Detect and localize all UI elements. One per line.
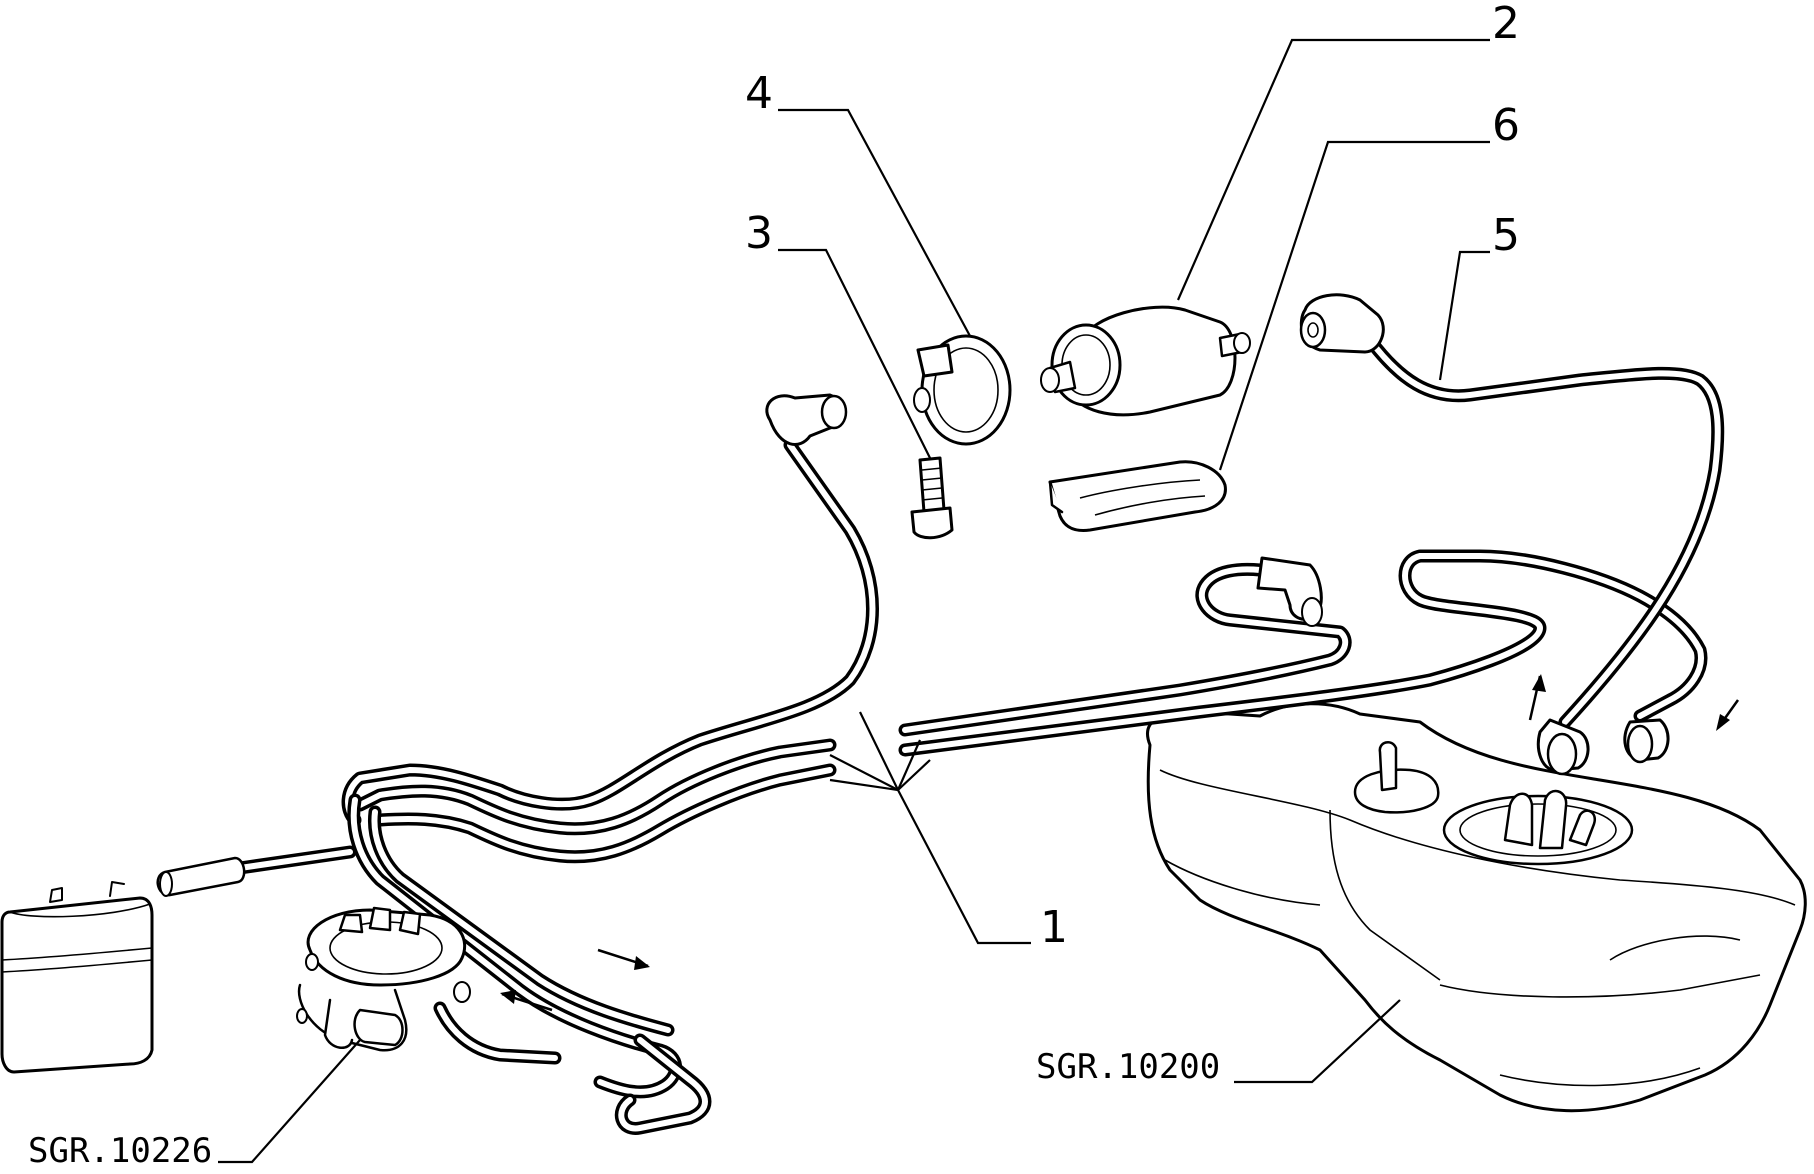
callout-2: 2 <box>1492 0 1520 49</box>
callout-3: 3 <box>745 208 773 259</box>
arrow-icon <box>1528 674 1546 721</box>
arrow-icon <box>500 990 553 1012</box>
reference-tank: SGR.10200 <box>1036 1047 1220 1087</box>
fuel-pump-sender <box>296 906 471 1052</box>
reference-pump: SGR.10226 <box>28 1131 212 1171</box>
callout-labels: 1 2 3 4 5 6 SGR.10200 SGR.10226 <box>28 0 1520 1171</box>
leader-lines <box>218 38 1490 1164</box>
flow-arrows <box>500 674 1740 1012</box>
callout-6: 6 <box>1492 100 1520 151</box>
fuel-tank <box>1146 702 1807 1113</box>
flexible-hose <box>1299 293 1725 776</box>
callout-1: 1 <box>1040 902 1068 953</box>
callout-4: 4 <box>745 68 773 119</box>
filter-bracket <box>1048 460 1227 532</box>
arrow-icon <box>1716 699 1740 731</box>
fuel-filter <box>1040 305 1251 417</box>
fuel-pipe-bundle <box>156 393 1708 1135</box>
vapour-canister <box>0 881 154 1074</box>
callout-5: 5 <box>1492 210 1520 261</box>
pipe-clamp <box>913 334 1012 446</box>
bolt <box>910 456 954 540</box>
arrow-icon <box>597 948 650 970</box>
